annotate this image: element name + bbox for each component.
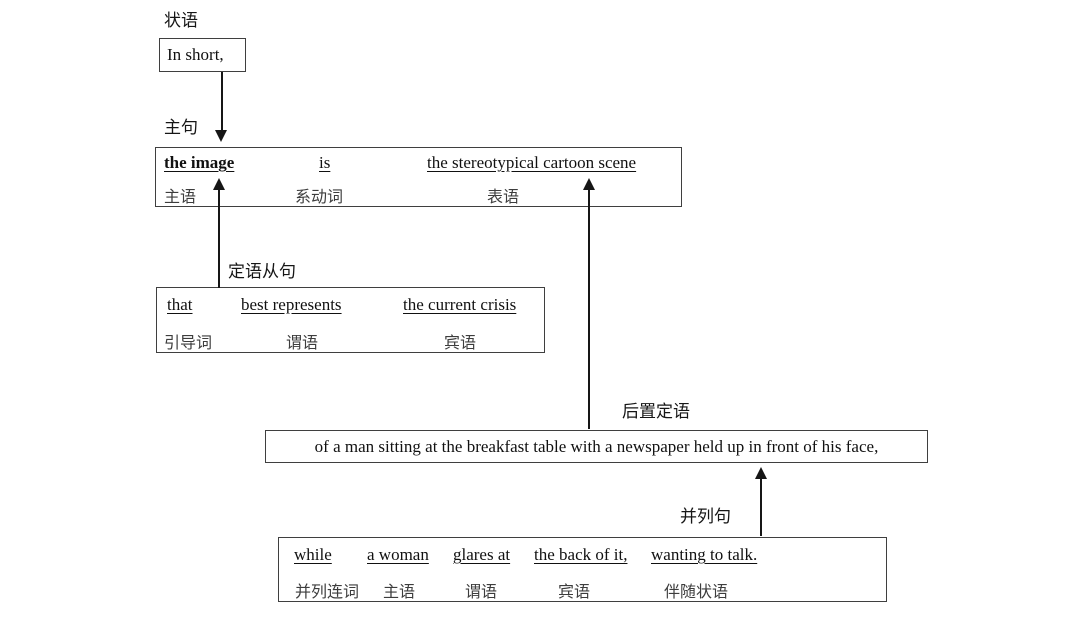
attributive-word-connective: that bbox=[167, 295, 193, 314]
main-clause-word-linking-verb: is bbox=[319, 153, 331, 172]
arrow-attributive-to-subject-up-head bbox=[213, 178, 225, 190]
arrow-adverbial-to-main-clause-line bbox=[221, 72, 223, 132]
attributive-word-object: the current crisis bbox=[403, 295, 517, 314]
attributive-clause-label: 定语从句 bbox=[228, 262, 296, 281]
coordinate-word-predicate: glares at bbox=[453, 545, 511, 564]
arrow-post-attributive-to-predicative-line bbox=[588, 189, 590, 429]
coordinate-word-conjunction: while bbox=[294, 545, 332, 564]
main-clause-role-predicative: 表语 bbox=[487, 189, 520, 206]
arrow-coordinate-to-post-attributive-up-head bbox=[755, 467, 767, 479]
main-clause-role-linking-verb: 系动词 bbox=[295, 189, 344, 206]
arrow-attributive-to-subject-line bbox=[218, 189, 220, 288]
adverbial-text: In short, bbox=[167, 45, 224, 64]
coordinate-word-adverbial: wanting to talk. bbox=[651, 545, 758, 564]
coordinate-word-object: the back of it, bbox=[534, 545, 628, 564]
attributive-word-predicate: best represents bbox=[241, 295, 342, 314]
coordinate-role-subject: 主语 bbox=[383, 584, 416, 601]
coordinate-role-object: 宾语 bbox=[558, 584, 591, 601]
attributive-clause-box: that best represents the current crisis … bbox=[156, 287, 545, 353]
coordinate-role-conjunction: 并列连词 bbox=[295, 584, 360, 601]
coordinate-role-adverbial: 伴随状语 bbox=[664, 584, 729, 601]
main-clause-word-subject: the image bbox=[164, 153, 235, 172]
adverbial-box: In short, bbox=[159, 38, 246, 72]
attributive-role-predicate: 谓语 bbox=[286, 335, 319, 352]
coordinate-word-subject: a woman bbox=[367, 545, 429, 564]
arrow-adverbial-to-main-clause-down-head bbox=[215, 130, 227, 142]
main-clause-box: the image is the stereotypical cartoon s… bbox=[155, 147, 682, 207]
post-attributive-text: of a man sitting at the breakfast table … bbox=[314, 436, 879, 456]
post-attributive-box: of a man sitting at the breakfast table … bbox=[265, 430, 928, 463]
coordinate-clause-label: 并列句 bbox=[680, 507, 731, 526]
coordinate-role-predicate: 谓语 bbox=[465, 584, 498, 601]
main-clause-word-predicative: the stereotypical cartoon scene bbox=[427, 153, 637, 172]
post-attributive-label: 后置定语 bbox=[622, 402, 690, 421]
main-clause-role-subject: 主语 bbox=[164, 189, 197, 206]
attributive-role-connective: 引导词 bbox=[164, 335, 213, 352]
coordinate-clause-box: while a woman glares at the back of it, … bbox=[278, 537, 887, 602]
arrow-post-attributive-to-predicative-up-head bbox=[583, 178, 595, 190]
attributive-role-object: 宾语 bbox=[444, 335, 477, 352]
arrow-coordinate-to-post-attributive-line bbox=[760, 478, 762, 536]
main-clause-label: 主句 bbox=[164, 118, 198, 137]
adverbial-label: 状语 bbox=[164, 11, 198, 30]
